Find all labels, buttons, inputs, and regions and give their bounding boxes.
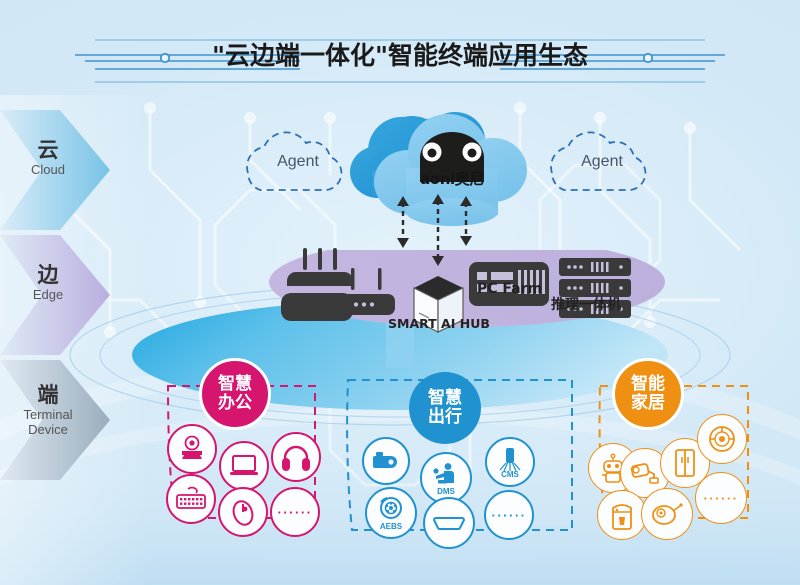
title-left-dot	[159, 52, 171, 64]
smart-ai-hub-icon	[413, 276, 464, 333]
icon-robot-vacuum-home[interactable]	[697, 414, 747, 464]
layer-cn-cloud: 云	[37, 138, 59, 162]
icon-more-travel[interactable]: ······	[484, 490, 534, 540]
layer-en-cloud: Cloud	[31, 162, 65, 177]
router-stack-icon	[281, 248, 395, 321]
cms-label: CMS	[501, 470, 519, 479]
aoni-logo-mark	[420, 132, 484, 182]
icon-more-home[interactable]: ······	[695, 472, 747, 524]
layer-cn-terminal: 端	[37, 383, 59, 407]
icon-cms-travel[interactable]: CMS	[485, 437, 535, 487]
group-bubble-home[interactable]: 智能 家居	[612, 358, 684, 430]
travel-group-boundary	[346, 379, 573, 531]
icon-keyboard-office[interactable]	[166, 474, 216, 524]
cloud-layer-arrow	[0, 110, 110, 230]
cloud-edge-connectors	[401, 200, 468, 260]
page-title: "云边端一体化"智能终端应用生态	[211, 41, 589, 70]
layer-label-edge: 边 Edge	[5, 263, 91, 302]
office-title-line2: 办公	[218, 393, 252, 413]
inference-machine-icon	[559, 258, 631, 318]
layer-en-terminal-2: Device	[28, 422, 68, 437]
travel-title-line1: 智慧	[428, 387, 462, 408]
icon-mouse-office[interactable]	[218, 487, 268, 537]
edge-devices	[281, 248, 631, 333]
travel-title-line2: 出行	[428, 407, 462, 427]
icon-headphones-office[interactable]	[271, 432, 321, 482]
layer-label-cloud: 云 Cloud	[5, 138, 91, 177]
layer-en-edge: Edge	[32, 287, 64, 302]
layer-arrows	[0, 110, 110, 480]
icon-more-office[interactable]: ······	[270, 487, 320, 537]
agent-label-left: Agent	[277, 153, 319, 170]
aoni-brand-text: aoni奥尼	[420, 170, 484, 188]
icon-smart-speaker-home[interactable]	[641, 488, 693, 540]
office-title-line1: 智慧	[218, 373, 252, 394]
inference-machine-label: 推理一体机	[551, 297, 621, 313]
icon-car-mirror-travel[interactable]	[423, 497, 475, 549]
icon-aebs-travel[interactable]: AEBS	[365, 487, 417, 539]
connector-arrowheads	[397, 194, 472, 266]
layer-label-terminal: 端 Terminal Device	[5, 383, 91, 437]
group-bubble-travel[interactable]: 智慧 出行	[409, 372, 481, 444]
group-bubble-office[interactable]: 智慧 办公	[199, 358, 271, 430]
icon-laptop-office[interactable]	[219, 441, 269, 491]
dms-label: DMS	[437, 487, 455, 496]
edge-layer-arrow	[0, 235, 110, 355]
agent-cloud-right	[550, 131, 647, 191]
pc-farm-label: PC Farm	[477, 281, 543, 297]
home-title-line2: 家居	[631, 393, 665, 413]
agent-label-right: Agent	[581, 153, 623, 170]
title-bar: "云边端一体化"智能终端应用生态	[0, 22, 800, 88]
home-title-line1: 智能	[631, 373, 665, 394]
layer-en-terminal-1: Terminal	[23, 407, 73, 422]
layer-cn-edge: 边	[37, 263, 59, 287]
icon-dashcam-travel[interactable]	[362, 437, 410, 485]
title-right-dot	[642, 52, 654, 64]
pc-farm-icon	[469, 262, 549, 306]
agent-cloud-left	[246, 131, 343, 191]
office-more-dots: ······	[277, 504, 313, 520]
cloud-layer-graphics	[246, 112, 647, 266]
smart-ai-hub-label: SMART AI HUB	[388, 316, 490, 331]
terminal-layer-arrow	[0, 360, 110, 480]
aebs-label: AEBS	[379, 522, 403, 531]
title-decoration	[75, 39, 725, 83]
travel-more-dots: ······	[491, 507, 527, 523]
icon-washing-machine-home[interactable]	[597, 490, 647, 540]
icon-webcam-office[interactable]	[167, 424, 217, 474]
home-more-dots: ······	[703, 490, 739, 506]
